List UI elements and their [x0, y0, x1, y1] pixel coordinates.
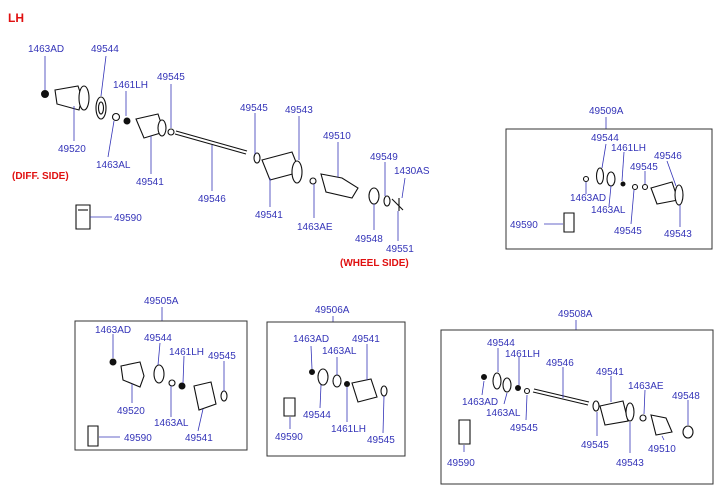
part-label: 49549 — [370, 152, 398, 163]
part-label: 49541 — [352, 334, 380, 345]
part-label: 49543 — [285, 105, 313, 116]
diff-side-label: (DIFF. SIDE) — [12, 171, 69, 182]
kit-title: 49506A — [315, 305, 350, 316]
part-label: 1463AD — [95, 325, 131, 336]
part-label: 1463AL — [322, 346, 357, 357]
part-label: 49541 — [136, 177, 164, 188]
part-label: 1463AL — [591, 205, 626, 216]
part-label: 49510 — [648, 444, 676, 455]
part-label: 49541 — [596, 367, 624, 378]
part-label: 1463AD — [293, 334, 329, 345]
part-label: 49545 — [581, 440, 609, 451]
part-label: 49590 — [114, 213, 142, 224]
kit-49506A: 49506A 1463AD 1463AL 49541 49544 1461LH … — [266, 305, 406, 457]
part-label: 1463AE — [628, 381, 664, 392]
kit-49505A: 49505A 1463AD 49544 1461LH 49545 49520 1… — [74, 296, 248, 451]
part-label: 49548 — [672, 391, 700, 402]
part-label: 49545 — [157, 72, 185, 83]
kit-49508A: 49508A 49544 1461LH 49546 49541 1463AE — [440, 309, 714, 485]
part-label: 49545 — [510, 423, 538, 434]
part-label: 49546 — [198, 194, 226, 205]
kit-49509A: 49509A 49544 1461LH 49546 49545 1463AD 1… — [505, 106, 713, 250]
part-label: 49520 — [58, 144, 86, 155]
part-label: 49510 — [323, 131, 351, 142]
part-label: 49541 — [255, 210, 283, 221]
part-label: 49544 — [487, 338, 515, 349]
part-label: 49590 — [275, 432, 303, 443]
part-label: 1463AL — [96, 160, 131, 171]
wheel-side-label: (WHEEL SIDE) — [340, 258, 409, 269]
kit-title: 49508A — [558, 309, 593, 320]
part-label: 49545 — [240, 103, 268, 114]
part-label: 1461LH — [505, 349, 540, 360]
part-label: 49590 — [447, 458, 475, 469]
part-label: 49548 — [355, 234, 383, 245]
part-label: 1463AD — [28, 44, 64, 55]
part-label: 49544 — [591, 133, 619, 144]
part-label: 49551 — [386, 244, 414, 255]
part-label: 1461LH — [611, 143, 646, 154]
part-label: 1463AL — [154, 418, 189, 429]
part-label: 49544 — [144, 333, 172, 344]
part-label: 49546 — [546, 358, 574, 369]
part-label: 49544 — [91, 44, 119, 55]
part-label: 1463AD — [570, 193, 606, 204]
main-assembly: 1463AD 49544 1461LH 49545 49520 1463AL 4… — [28, 44, 430, 255]
part-label: 49546 — [654, 151, 682, 162]
part-label: 1461LH — [169, 347, 204, 358]
kit-title: 49505A — [144, 296, 179, 307]
part-label: 1463AL — [486, 408, 521, 419]
part-label: 49545 — [614, 226, 642, 237]
part-label: 49543 — [616, 458, 644, 469]
part-label: 49541 — [185, 433, 213, 444]
part-label: 1461LH — [113, 80, 148, 91]
part-label: 1463AE — [297, 222, 333, 233]
part-label: 49545 — [630, 162, 658, 173]
kit-title: 49509A — [589, 106, 624, 117]
part-label: 1461LH — [331, 424, 366, 435]
part-label: 49545 — [208, 351, 236, 362]
part-label: 49544 — [303, 410, 331, 421]
part-label: 49590 — [510, 220, 538, 231]
part-label: 49545 — [367, 435, 395, 446]
part-label: 1463AD — [462, 397, 498, 408]
part-label: 49590 — [124, 433, 152, 444]
diagram-title: LH — [8, 11, 24, 25]
part-label: 1430AS — [394, 166, 430, 177]
part-label: 49520 — [117, 406, 145, 417]
part-label: 49543 — [664, 229, 692, 240]
